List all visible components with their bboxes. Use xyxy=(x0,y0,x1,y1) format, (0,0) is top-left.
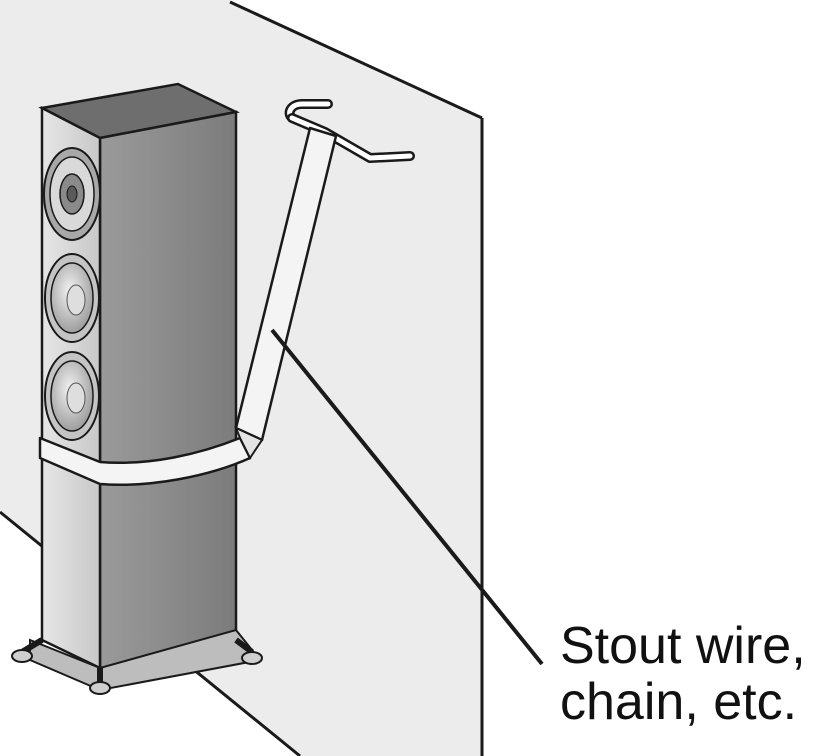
callout-label: Stout wire, chain, etc. xyxy=(560,618,806,730)
floor-standing-speaker-icon xyxy=(11,82,263,695)
callout-leader-line xyxy=(270,328,544,666)
wall-hook-icon xyxy=(284,99,415,163)
callout-line-1: Stout wire, xyxy=(560,617,806,675)
cabinet-side xyxy=(98,110,238,670)
woofer-driver-upper xyxy=(44,253,100,343)
woofer-driver-lower xyxy=(44,351,100,441)
speaker-feet xyxy=(11,628,263,695)
tweeter-driver xyxy=(43,147,101,241)
callout-line-2: chain, etc. xyxy=(560,673,798,731)
safety-strap xyxy=(38,126,338,486)
wall-top-edge xyxy=(229,0,483,120)
